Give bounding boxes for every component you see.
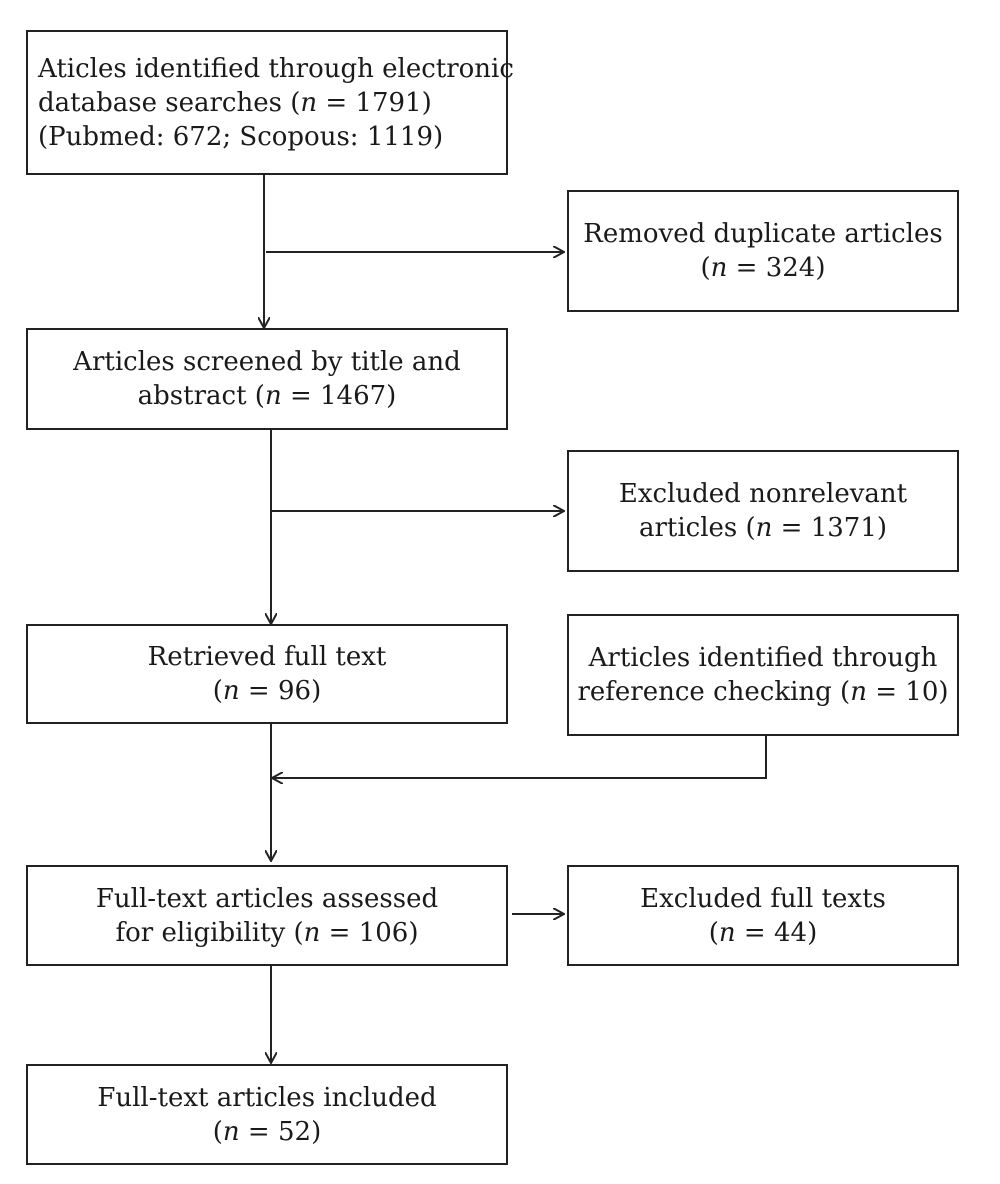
excluded-full-line-2: (n = 44): [708, 917, 818, 948]
reference-line-1: Articles identified through: [588, 643, 938, 673]
reference-box: Articles identified through reference ch…: [567, 614, 959, 736]
identified-line-1: Aticles identified through electronic: [38, 53, 514, 84]
assessed-box: Full-text articles assessed for eligibil…: [26, 865, 508, 966]
identified-line-2: database searches (n = 1791): [38, 87, 432, 118]
arrow-reference-merge: [272, 735, 767, 778]
identified-box: Aticles identified through electronic da…: [26, 30, 514, 175]
duplicates-line-1: Removed duplicate articles: [583, 219, 943, 249]
screened-box: Articles screened by title and abstract …: [26, 328, 508, 430]
nonrelevant-box: Excluded nonrelevant articles (n = 1371): [567, 450, 959, 572]
identified-line-3: (Pubmed: 672; Scopous: 1119): [38, 121, 444, 152]
retrieved-line-1: Retrieved full text: [147, 642, 387, 672]
assessed-line-1: Full-text articles assessed: [95, 883, 439, 914]
duplicates-line-2: (n = 324): [700, 253, 826, 283]
reference-line-2: reference checking (n = 10): [577, 677, 949, 707]
nonrelevant-line-2: articles (n = 1371): [638, 513, 888, 543]
screened-line-2: abstract (n = 1467): [137, 381, 397, 411]
duplicates-box: Removed duplicate articles (n = 324): [567, 190, 959, 312]
excluded-full-line-1: Excluded full texts: [640, 883, 886, 914]
included-line-2: (n = 52): [212, 1116, 322, 1147]
assessed-line-2: for eligibility (n = 106): [115, 917, 419, 948]
retrieved-line-2: (n = 96): [212, 676, 322, 706]
nonrelevant-line-1: Excluded nonrelevant: [618, 479, 908, 509]
included-box: Full-text articles included (n = 52): [26, 1064, 508, 1165]
retrieved-box: Retrieved full text (n = 96): [26, 624, 508, 724]
excluded-full-box: Excluded full texts (n = 44): [567, 865, 959, 966]
screened-line-1: Articles screened by title and: [73, 347, 461, 377]
included-line-1: Full-text articles included: [97, 1082, 437, 1113]
